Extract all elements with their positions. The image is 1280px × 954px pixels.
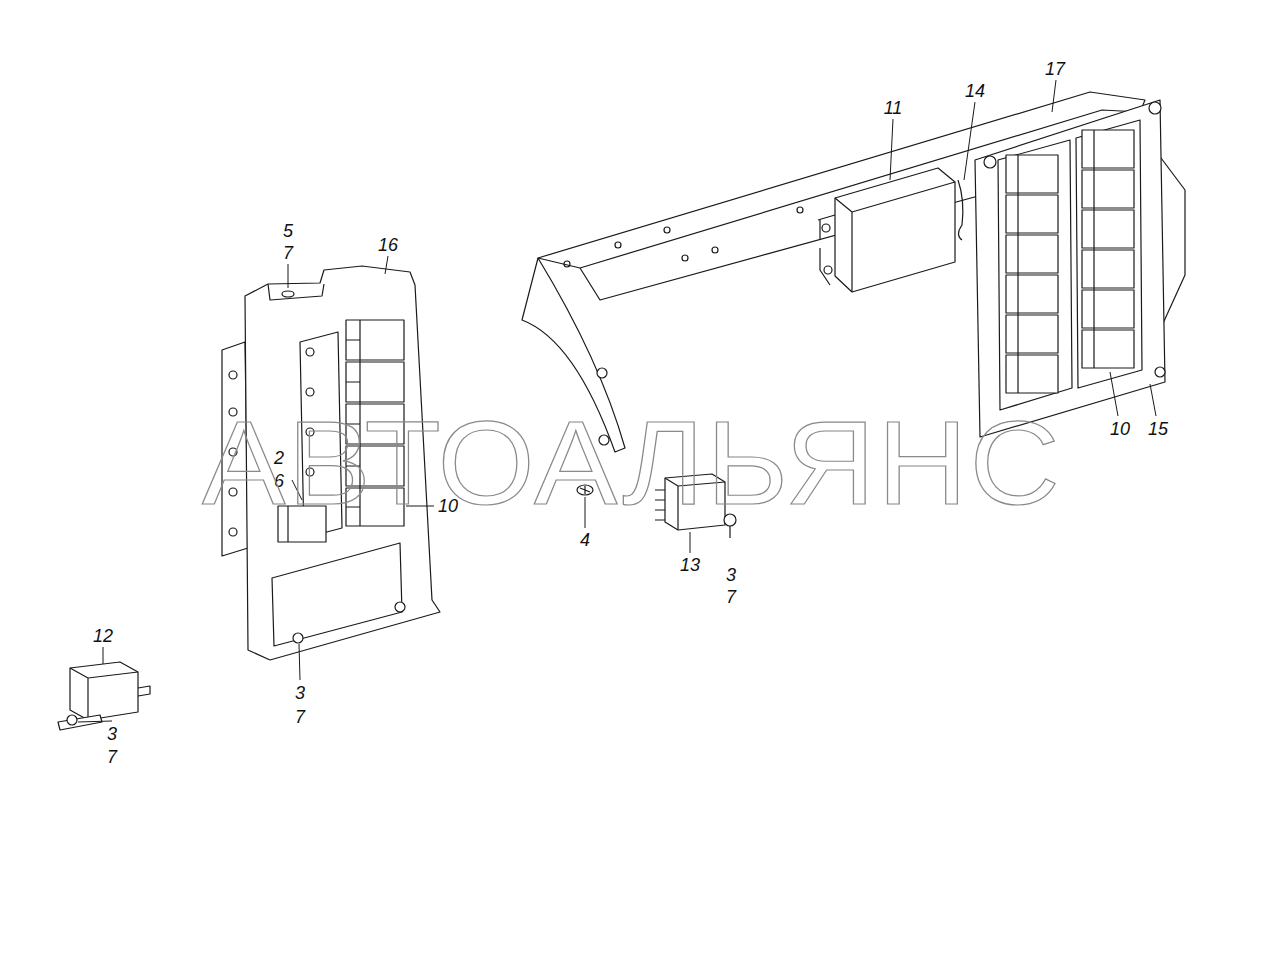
callout-number: 5 bbox=[281, 221, 295, 242]
callout-number: 3 bbox=[105, 724, 119, 745]
callout-number: 7 bbox=[105, 747, 119, 768]
callout-number: 13 bbox=[678, 555, 702, 576]
callout-number: 16 bbox=[376, 235, 400, 256]
callout-number: 3 bbox=[293, 683, 307, 704]
callout-number: 12 bbox=[91, 626, 115, 647]
relay bbox=[58, 662, 150, 730]
callout-number: 4 bbox=[578, 530, 592, 551]
callout-number: 17 bbox=[1043, 59, 1067, 80]
relay-panel bbox=[975, 100, 1185, 437]
callout-number: 7 bbox=[724, 587, 738, 608]
callout-number: 15 bbox=[1146, 419, 1170, 440]
relay-stack bbox=[1006, 130, 1134, 393]
leader-lines bbox=[78, 80, 1156, 722]
callout-number: 11 bbox=[882, 98, 905, 119]
callout-number: 3 bbox=[724, 565, 738, 586]
callout-number: 10 bbox=[1108, 419, 1132, 440]
cable-clamp bbox=[958, 180, 963, 240]
control-unit bbox=[818, 168, 955, 292]
callout-number: 14 bbox=[963, 81, 987, 102]
watermark: АВТОАЛЬЯНС bbox=[202, 403, 1062, 523]
callout-number: 7 bbox=[281, 243, 295, 264]
callout-number: 7 bbox=[293, 707, 307, 728]
